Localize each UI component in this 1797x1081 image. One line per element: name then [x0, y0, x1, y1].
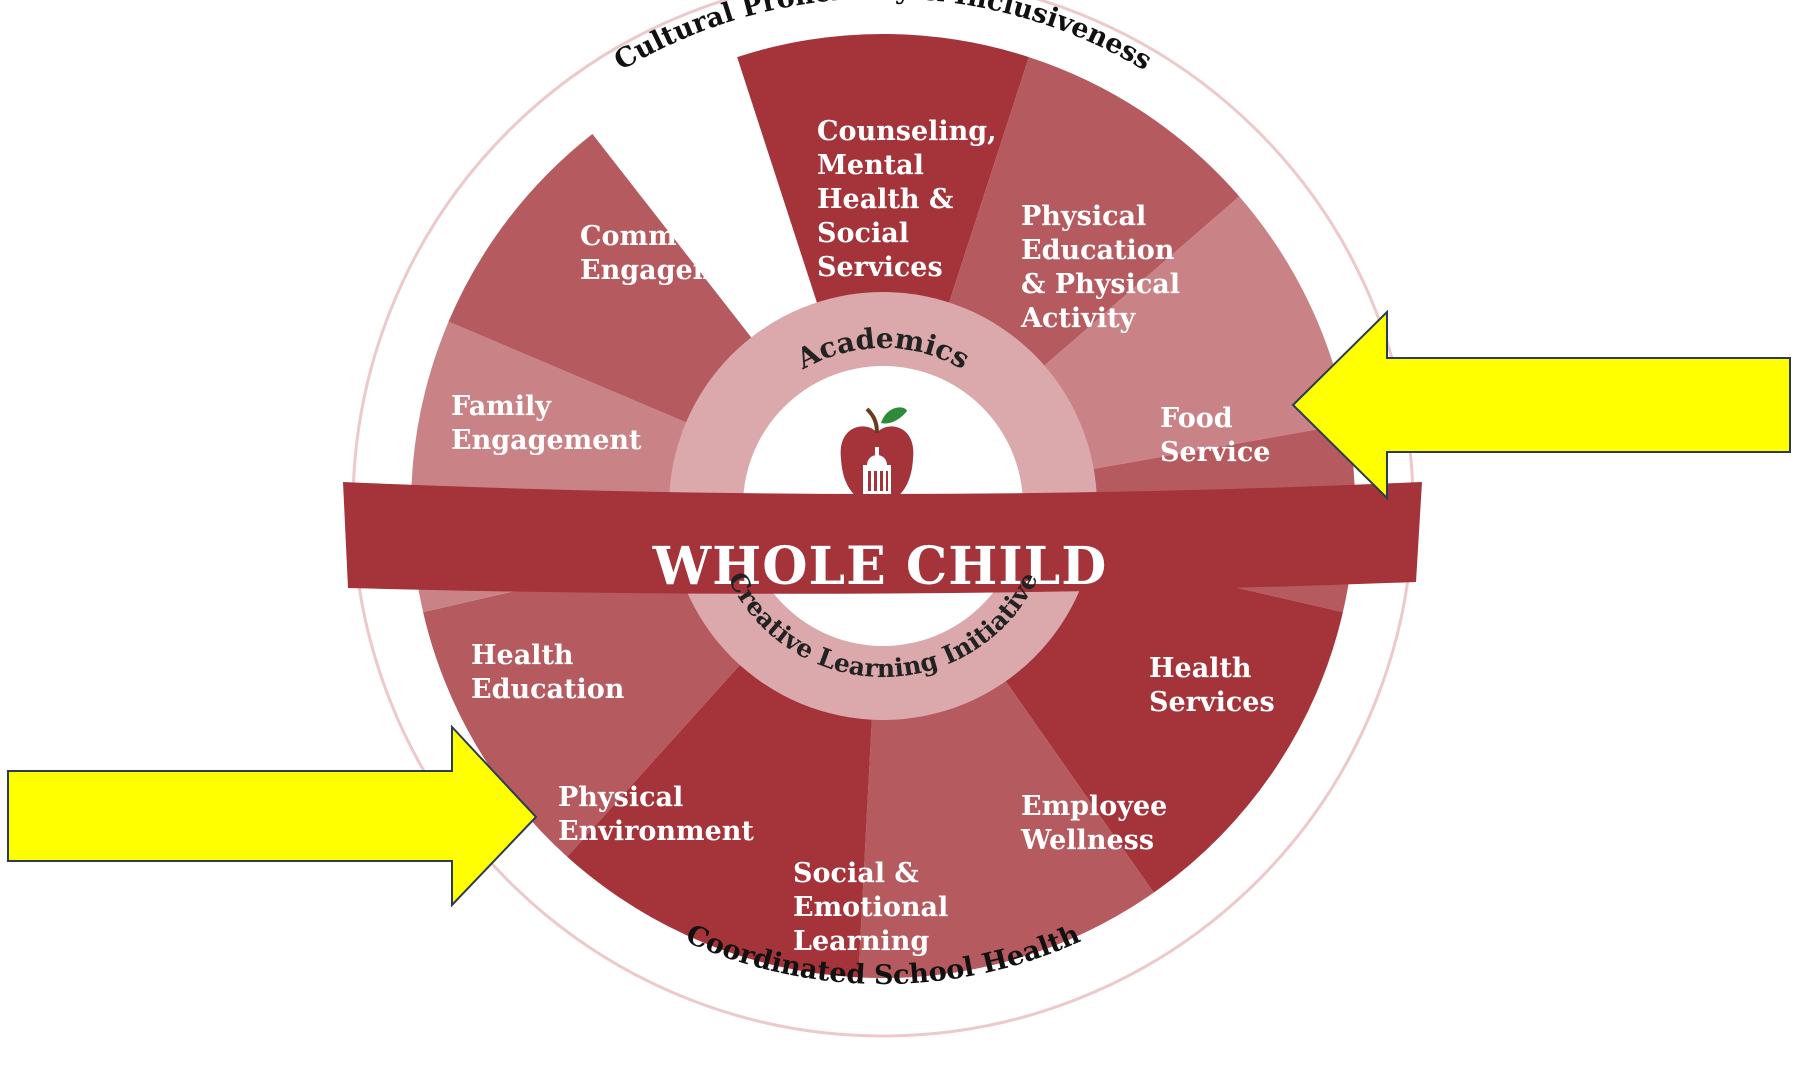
segment-label-line: Food: [1160, 403, 1233, 434]
segment-label-line: Environment: [558, 816, 754, 847]
whole-child-band: [343, 482, 1422, 594]
whole-child-title: WHOLE CHILD: [652, 536, 1108, 597]
segment-label-line: Service: [1160, 437, 1270, 468]
segment-label-line: Education: [1021, 235, 1175, 266]
segment-label-line: Services: [1149, 687, 1275, 718]
segment-label-line: Learning: [793, 926, 929, 957]
segment-label-line: & Physical: [1021, 269, 1180, 300]
arrow-right-icon: [7, 724, 538, 908]
segment-social-emotional: [858, 673, 1154, 978]
apple-capitol-icon: [840, 407, 914, 502]
segment-label-line: Social: [817, 218, 909, 249]
segment-label-line: Mental: [817, 150, 924, 181]
segment-health-education: [423, 552, 746, 857]
arrow-left-icon: [1291, 309, 1791, 501]
segment-physical-environment: [567, 658, 873, 978]
segment-community-engagement: [448, 134, 757, 426]
segment-employee-wellness: [1000, 552, 1343, 893]
segment-label-line: Engagement: [451, 425, 642, 456]
segment-label-line: Wellness: [1020, 825, 1154, 856]
segment-label-line: Physical: [1021, 201, 1146, 232]
segment-food-service: [1037, 196, 1348, 471]
segment-label-line: Activity: [1020, 303, 1137, 334]
segment-label-line: Health: [471, 640, 574, 671]
segment-label-line: Employee: [1021, 791, 1167, 822]
segment-label-line: Social &: [793, 858, 919, 889]
segment-label-line: Health: [1149, 653, 1252, 684]
segment-physical-education: [946, 57, 1240, 372]
segment-label-line: Community: [580, 221, 756, 252]
segment-label-line: Engagement: [580, 255, 771, 286]
segment-label-line: Emotional: [793, 892, 948, 923]
segment-label-line: Services: [817, 252, 943, 283]
segment-label-line: Physical: [558, 782, 683, 813]
segment-counseling: [737, 33, 1029, 312]
segment-label-line: Education: [471, 674, 625, 705]
segment-label-line: Health &: [817, 184, 953, 215]
segment-label-line: Counseling,: [817, 116, 997, 147]
segment-label-line: Family: [451, 391, 552, 422]
